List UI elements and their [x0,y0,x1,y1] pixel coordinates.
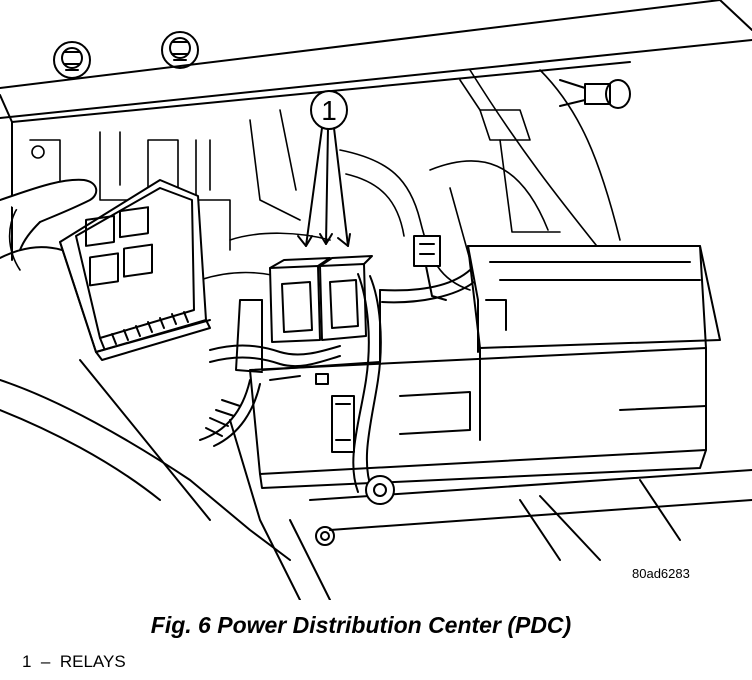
callout-number: 1 [321,95,337,126]
figure-caption: Fig. 6 Power Distribution Center (PDC) [150,612,572,638]
harness-clip [331,395,355,453]
callout-1: 1 [310,90,348,130]
legend-separator: – [40,652,51,671]
relay [319,255,373,341]
mounting-bolt [161,31,199,69]
figure-code: 80ad6283 [632,566,690,581]
pdc-cover [59,179,211,361]
retaining-nut [365,475,395,505]
pdc-housing [249,245,721,489]
hand [0,178,98,259]
legend-item: 1 – RELAYS [22,652,126,672]
pdc-line-illustration: 1 [0,0,752,600]
relay [269,257,331,343]
ground-stud [559,79,631,109]
legend-label: RELAYS [59,652,126,671]
callout-arrows [297,127,351,247]
connector [413,235,447,301]
legend-number: 1 [22,652,32,671]
mounting-bolt [53,41,91,79]
